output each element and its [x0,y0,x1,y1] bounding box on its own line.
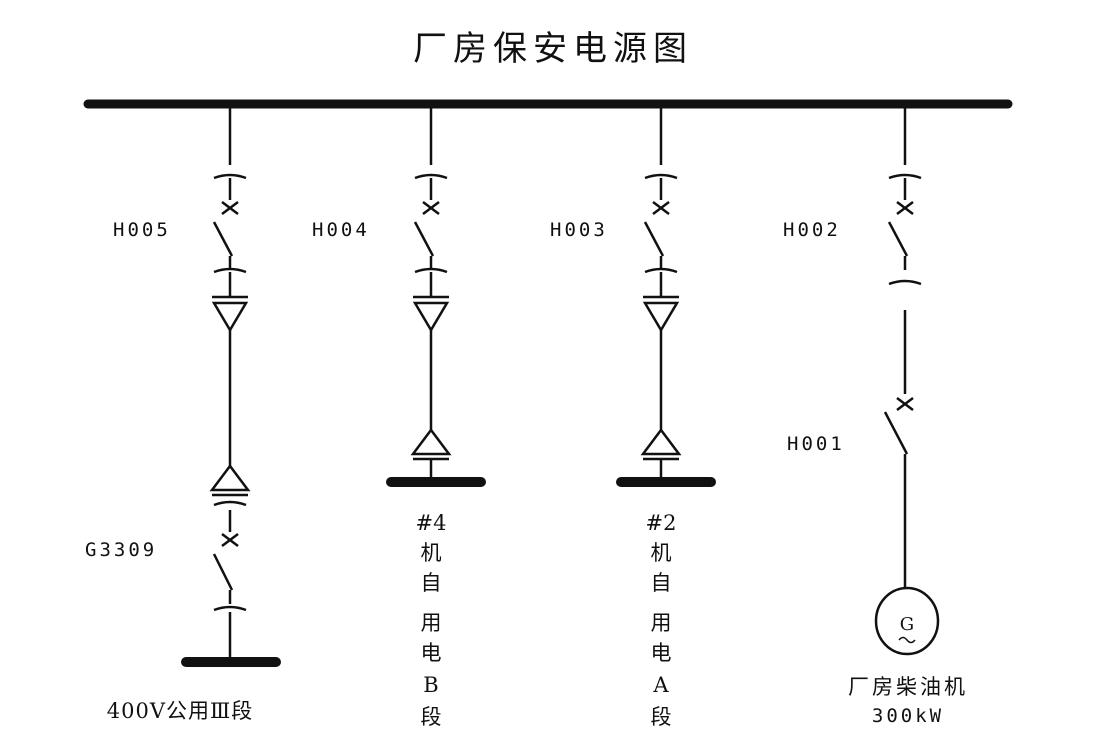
breaker-label-h005: H005 [113,219,171,241]
svg-text:用: 用 [651,611,672,635]
svg-text:用: 用 [421,611,442,635]
destination-label-unit4-b: #4 机 自 用 电 B 段 [416,511,447,729]
breaker-g3309-symbol [212,510,247,612]
breaker-label-h003: H003 [550,219,608,241]
breaker-label-h002: H002 [783,219,841,241]
feeder-h003: H003 #2 机 自 用 电 A 段 [550,108,716,729]
diode-down-icon [642,295,680,333]
diode-up-icon [209,463,251,497]
feeder-h002: G H002 H001 厂房柴油机 300kW [783,108,968,727]
diagram-title: 厂房保安电源图 [413,29,693,69]
svg-text:段: 段 [651,705,672,729]
breaker-label-h001: H001 [787,433,845,455]
diode-up-icon [640,427,682,461]
svg-text:#2: #2 [646,511,677,535]
breaker-label-g3309: G3309 [85,539,157,561]
svg-text:段: 段 [421,705,442,729]
svg-text:电: 电 [651,641,672,665]
breaker-label-h004: H004 [312,219,370,241]
generator-name-label: 厂房柴油机 [848,675,968,699]
breaker-h004-symbol [413,173,448,274]
diode-down-icon [211,295,249,333]
breaker-h003-symbol [643,173,678,274]
generator-symbol: G [874,586,940,656]
breaker-h002-symbol [887,173,922,286]
feeder-h005: H005 G3309 400V公用Ⅲ段 [85,108,281,723]
diode-down-icon [412,295,450,333]
svg-text:A: A [652,673,669,697]
svg-text:电: 电 [421,641,442,665]
breaker-h001-symbol [883,397,914,455]
feeder-h004: H004 #4 机 自 用 电 B 段 [312,108,486,729]
destination-label-unit2-a: #2 机 自 用 电 A 段 [646,511,677,729]
breaker-h005-symbol [212,173,247,274]
destination-label-400v: 400V公用Ⅲ段 [107,699,254,723]
generator-rating-label: 300kW [872,705,944,727]
svg-text:自: 自 [651,571,672,595]
diode-up-icon [410,427,452,461]
generator-letter: G [900,614,914,635]
svg-text:机: 机 [651,541,672,565]
svg-text:#4: #4 [416,511,447,535]
svg-text:自: 自 [421,571,442,595]
svg-text:机: 机 [421,541,442,565]
svg-text:B: B [423,673,438,697]
